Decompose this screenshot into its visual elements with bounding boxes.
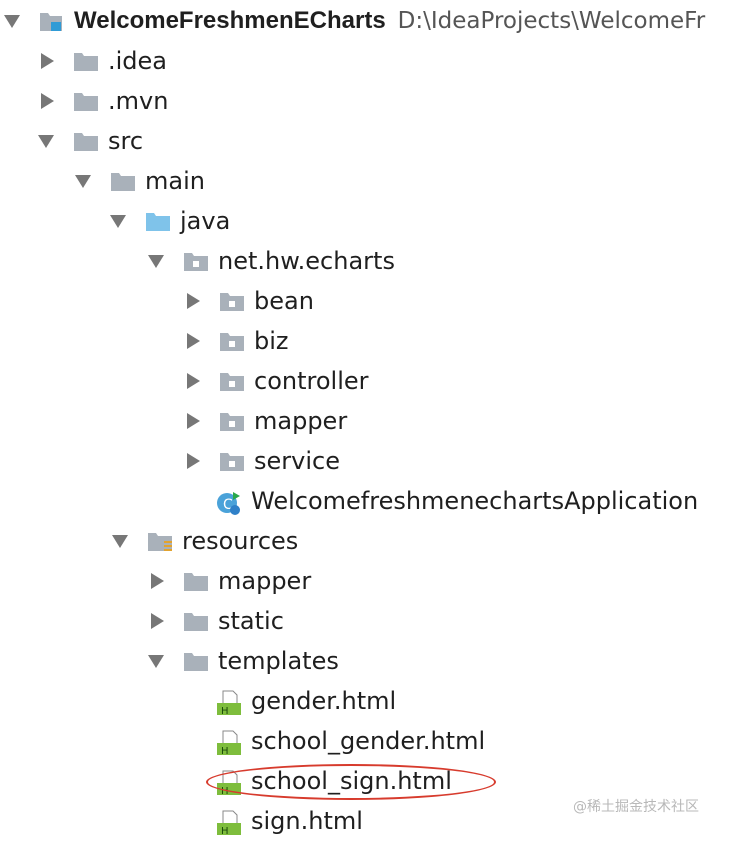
expand-arrow-icon[interactable] [75,174,91,188]
package-folder-icon [218,369,246,393]
tree-label: controller [254,367,369,395]
tree-label: mapper [254,407,348,435]
package-folder-icon [218,289,246,313]
expand-arrow-icon[interactable] [41,53,54,69]
tree-label: sign.html [251,807,363,835]
expand-arrow-icon[interactable] [41,93,54,109]
package-folder-icon [218,449,246,473]
tree-label: bean [254,287,314,315]
expand-arrow-icon[interactable] [187,453,200,469]
tree-row-sign-html[interactable]: H sign.html [184,801,363,841]
tree-row-resources-mapper[interactable]: mapper [148,561,311,601]
tree-row-application[interactable]: C WelcomefreshmenechartsApplication [184,481,698,521]
tree-row-gender-html[interactable]: H gender.html [184,681,396,721]
tree-row-service[interactable]: service [184,441,340,481]
tree-row-java[interactable]: java [110,201,230,241]
expand-arrow-icon[interactable] [151,573,164,589]
tree-row-main[interactable]: main [75,161,205,201]
tree-label: school_gender.html [251,727,486,755]
tree-label: WelcomefreshmenechartsApplication [251,487,699,515]
tree-row-src[interactable]: src [38,121,143,161]
expand-arrow-icon[interactable] [4,14,20,28]
html-file-icon: H [215,809,243,837]
tree-label: service [254,447,340,475]
tree-row-biz[interactable]: biz [184,321,289,361]
source-folder-icon [144,209,172,233]
tree-row-resources[interactable]: resources [112,521,298,561]
expand-arrow-icon[interactable] [151,613,164,629]
tree-label: main [145,167,205,195]
tree-row-package[interactable]: net.hw.echarts [148,241,395,281]
tree-label: resources [182,527,299,555]
expand-arrow-icon[interactable] [38,134,54,148]
folder-icon [72,129,100,153]
tree-label: mapper [218,567,312,595]
tree-label: java [180,207,231,235]
expand-arrow-icon[interactable] [110,214,126,228]
tree-label: biz [254,327,289,355]
expand-arrow-icon[interactable] [187,293,200,309]
spring-boot-class-icon: C [215,489,243,515]
folder-icon [182,569,210,593]
html-file-icon: H [215,689,243,717]
watermark: @稀土掘金技术社区 [573,799,699,815]
folder-icon [182,649,210,673]
expand-arrow-icon[interactable] [112,534,128,548]
html-file-icon: H [215,729,243,757]
folder-icon [109,169,137,193]
folder-icon [72,89,100,113]
tree-row-controller[interactable]: controller [184,361,369,401]
tree-row-mvn[interactable]: .mvn [38,81,168,121]
tree-row-bean[interactable]: bean [184,281,314,321]
tree-row-templates[interactable]: templates [148,641,339,681]
project-path: D:\IdeaProjects\WelcomeFr [397,8,706,34]
expand-arrow-icon[interactable] [187,373,200,389]
package-folder-icon [218,409,246,433]
tree-label: .idea [108,47,168,75]
project-name: WelcomeFreshmenECharts [74,7,386,34]
tree-row-static[interactable]: static [148,601,284,641]
tree-label: static [218,607,284,635]
tree-label: net.hw.echarts [218,247,395,275]
svg-text:C: C [223,497,233,513]
tree-label: school_sign.html [251,767,452,795]
tree-label: templates [218,647,339,675]
folder-icon [182,609,210,633]
svg-text:H: H [221,786,229,797]
expand-arrow-icon[interactable] [148,254,164,268]
tree-row-idea[interactable]: .idea [38,41,167,81]
tree-row-project[interactable]: WelcomeFreshmenECharts D:\IdeaProjects\W… [4,1,705,41]
expand-arrow-icon[interactable] [148,654,164,668]
tree-label: src [108,127,144,155]
tree-row-school-gender-html[interactable]: H school_gender.html [184,721,485,761]
svg-text:H: H [221,706,229,717]
svg-text:H: H [221,826,229,837]
tree-label: .mvn [108,87,169,115]
expand-arrow-icon[interactable] [187,333,200,349]
package-folder-icon [182,249,210,273]
svg-text:H: H [221,746,229,757]
resources-folder-icon [146,529,174,553]
tree-row-school-sign-html[interactable]: H school_sign.html [184,761,452,801]
folder-icon [72,49,100,73]
tree-row-mapper[interactable]: mapper [184,401,347,441]
project-module-icon [38,9,66,33]
tree-label: gender.html [251,687,397,715]
package-folder-icon [218,329,246,353]
expand-arrow-icon[interactable] [187,413,200,429]
html-file-icon: H [215,769,243,797]
